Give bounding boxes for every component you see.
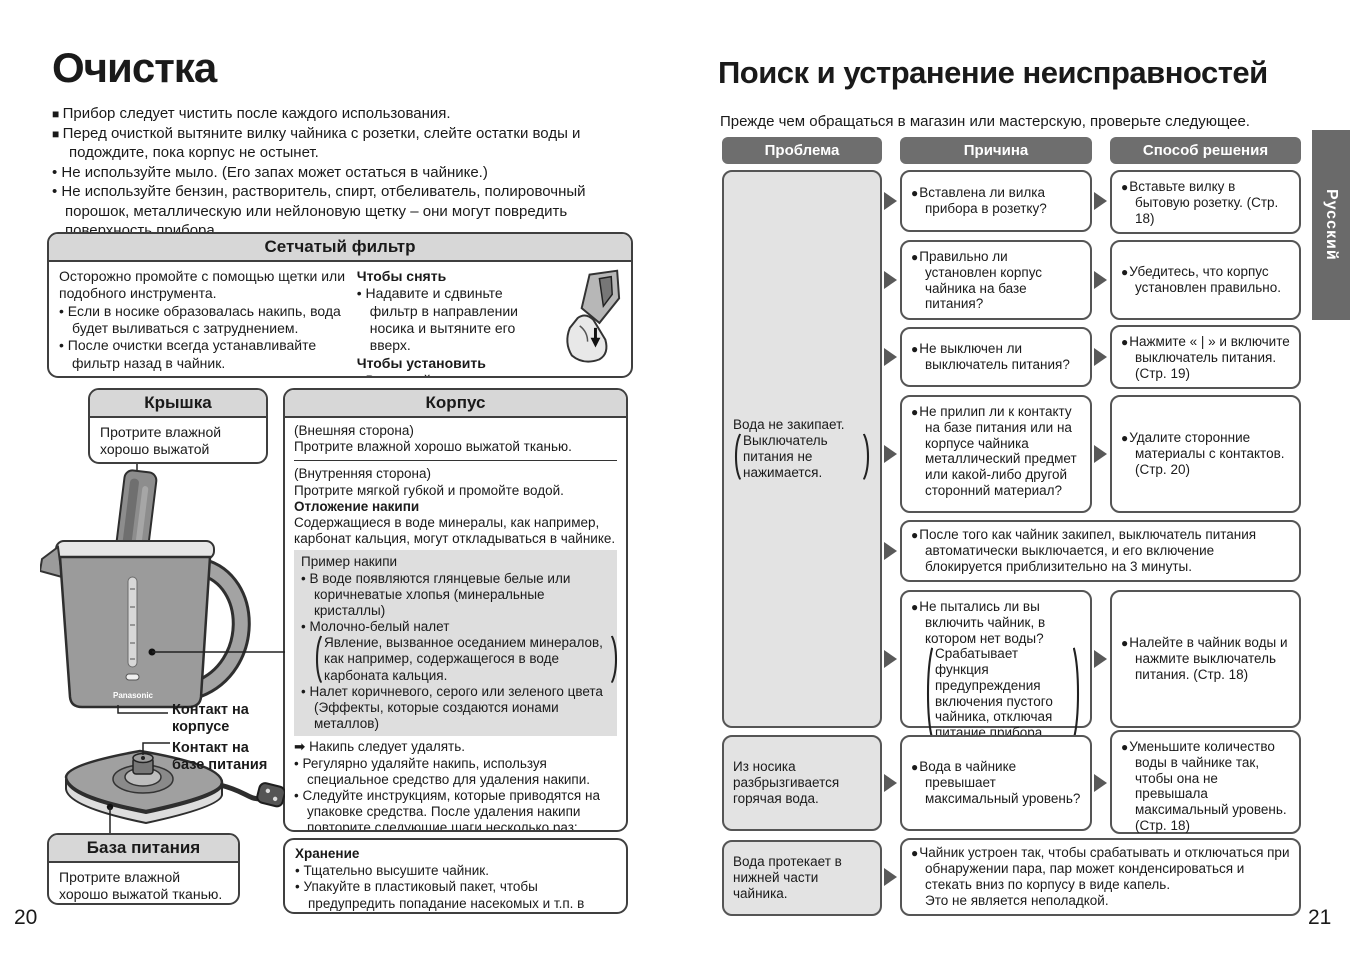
kettle-illustration: Panasonic: [40, 464, 285, 835]
label-body-contact: Контакт на корпусе: [172, 702, 249, 735]
power-base-box: База питания Протрите влажной хорошо выж…: [47, 833, 240, 905]
descale-bullet: Следуйте инструкциям, которые приводятся…: [294, 788, 617, 830]
lid-title: Крышка: [90, 390, 266, 418]
intro-note: Перед очисткой вытяните вилку чайника с …: [52, 124, 644, 163]
descale-note: Накипь следует удалять.: [294, 739, 617, 755]
problem-cell-water-leaking: Вода протекает в нижней части чайника.: [722, 840, 882, 916]
lid-text: Протрите влажной хорошо выжатой тканью.: [100, 424, 222, 462]
filter-install-text: Выровняйте с пазком на носике и хорошо н…: [357, 372, 550, 376]
language-side-tab: Русский: [1312, 130, 1350, 320]
paren-left-icon: [926, 647, 933, 740]
solution-cell: Нажмите « | » и включите выключатель пит…: [1110, 325, 1301, 389]
cause-cell-wide: После того как чайник закипел, выключате…: [900, 520, 1301, 582]
label-base-contact: Контакт на базе питания: [172, 740, 268, 773]
page-number-left: 20: [14, 906, 38, 929]
body-inner-text: Протрите мягкой губкой и промойте водой.: [294, 482, 564, 498]
solution-cell: Налейте в чайник воды и нажмите выключат…: [1110, 590, 1301, 728]
scale-example-block: Пример накипи В воде появляются глянцевы…: [294, 550, 619, 737]
example-paren-note: Явление, вызванное оседанием минералов, …: [314, 635, 619, 684]
lid-box: Крышка Протрите влажной хорошо выжатой т…: [88, 388, 268, 464]
storage-title: Хранение: [295, 846, 360, 861]
flow-arrow: [884, 774, 897, 792]
column-header-cause: Причина: [900, 137, 1092, 164]
flow-arrow: [884, 271, 897, 289]
flow-arrow: [884, 348, 897, 366]
storage-bullet: Упакуйте в пластиковый пакет, чтобы пред…: [295, 879, 616, 912]
body-outer-label: (Внешняя сторона): [294, 423, 414, 438]
filter-intro: Осторожно промойте с помощью щетки или п…: [59, 268, 346, 302]
filter-bullet: Если в носике образовалась накипь, вода …: [59, 303, 347, 338]
paren-left-icon: [734, 433, 741, 480]
mesh-filter-title: Сетчатый фильтр: [49, 234, 631, 262]
filter-install-title: Чтобы установить: [356, 354, 486, 371]
filter-remove-text: Надавите и сдвиньте фильтр в направлении…: [357, 285, 550, 354]
paren-right-icon: [863, 433, 870, 480]
descale-bullet: Регулярно удаляйте накипь, используя спе…: [294, 756, 617, 788]
power-base-title: База питания: [49, 835, 238, 863]
mesh-filter-right-column: Чтобы снять Надавите и сдвиньте фильтр в…: [356, 268, 550, 376]
problem-cell-spout-splashing: Из носика разбрызгивается горячая вода.: [722, 735, 882, 831]
problem-paren-note: Выключатель питания не нажимается.: [733, 433, 871, 480]
troubleshooting-intro: Прежде чем обращаться в магазин или маст…: [720, 113, 1250, 130]
body-inner-label: (Внутренняя сторона): [294, 466, 431, 482]
example-bullet: Налет коричневого, серого или зеленого ц…: [301, 684, 610, 733]
cause-cell: Не прилип ли к контакту на базе питания …: [900, 395, 1092, 513]
page-title-cleaning: Очистка: [52, 44, 217, 91]
storage-box: Хранение Тщательно высушите чайник. Упак…: [283, 838, 628, 914]
flow-arrow: [1094, 650, 1107, 668]
column-header-problem: Проблема: [722, 137, 882, 164]
page-number-right: 21: [1308, 906, 1332, 929]
cause-cell-wide: Чайник устроен так, чтобы срабатывать и …: [900, 838, 1301, 916]
cause-cell: Правильно ли установлен корпус чайника н…: [900, 240, 1092, 320]
problem-cell-water-not-boiling: Вода не закипает. Выключатель питания не…: [722, 170, 882, 728]
flow-arrow: [884, 868, 897, 886]
solution-cell: Уменьшите количество воды в чайнике так,…: [1110, 730, 1301, 834]
body-outer-text: Протрите влажной хорошо выжатой тканью.: [294, 439, 572, 455]
cause-paren-note: Срабатывает функция предупреждения включ…: [925, 646, 1081, 741]
flow-arrow: [1094, 348, 1107, 366]
example-title: Пример накипи: [301, 554, 398, 570]
intro-bullet: Не используйте мыло. (Его запах может ос…: [52, 163, 644, 183]
solution-cell: Вставьте вилку в бытовую розетку. (Стр. …: [1110, 170, 1301, 234]
solution-cell: Удалите сторонние материалы с контактов.…: [1110, 395, 1301, 513]
kettle-brand: Panasonic: [113, 691, 154, 700]
paren-right-icon: [1073, 647, 1080, 740]
cause-cell: Не пытались ли вы включить чайник, в кот…: [900, 590, 1092, 740]
divider: [294, 460, 617, 462]
body-title: Корпус: [285, 390, 626, 418]
example-bullet: Молочно-белый налет: [301, 619, 610, 635]
flow-arrow: [1094, 192, 1107, 210]
paren-right-icon: [611, 636, 618, 684]
flow-arrow: [884, 650, 897, 668]
flow-arrow: [1094, 774, 1107, 792]
body-box: Корпус (Внешняя сторона) Протрите влажно…: [283, 388, 628, 832]
filter-illustration: [566, 269, 621, 363]
solution-cell: Убедитесь, что корпус установлен правиль…: [1110, 240, 1301, 320]
cause-cell: Не выключен ли выключатель питания?: [900, 327, 1092, 387]
filter-remove-title: Чтобы снять: [356, 268, 447, 284]
flow-arrow: [1094, 445, 1107, 463]
intro-note: Прибор следует чистить после каждого исп…: [52, 104, 644, 124]
mesh-filter-box: Сетчатый фильтр Осторожно промойте с пом…: [47, 232, 633, 378]
column-header-solution: Способ решения: [1110, 137, 1301, 164]
scale-text: Содержащиеся в воде минералы, как наприм…: [294, 514, 616, 547]
flow-arrow: [1094, 271, 1107, 289]
example-bullet: В воде появляются глянцевые белые или ко…: [301, 571, 610, 620]
mesh-filter-left-column: Осторожно промойте с помощью щетки или п…: [59, 268, 347, 376]
paren-left-icon: [315, 636, 322, 684]
flow-arrow: [884, 542, 897, 560]
power-base-text: Протрите влажной хорошо выжатой тканью.: [59, 869, 223, 903]
cause-cell: Вода в чайнике превышает максимальный ур…: [900, 735, 1092, 831]
storage-bullet: Тщательно высушите чайник.: [295, 863, 616, 880]
flow-arrow: [884, 445, 897, 463]
cause-cell: Вставлена ли вилка прибора в розетку?: [900, 170, 1092, 232]
flow-arrow: [884, 192, 897, 210]
page-title-troubleshooting: Поиск и устранение неисправностей: [718, 55, 1268, 90]
filter-bullet: После очистки всегда устанавливайте филь…: [59, 337, 347, 372]
scale-title: Отложение накипи: [294, 498, 420, 514]
